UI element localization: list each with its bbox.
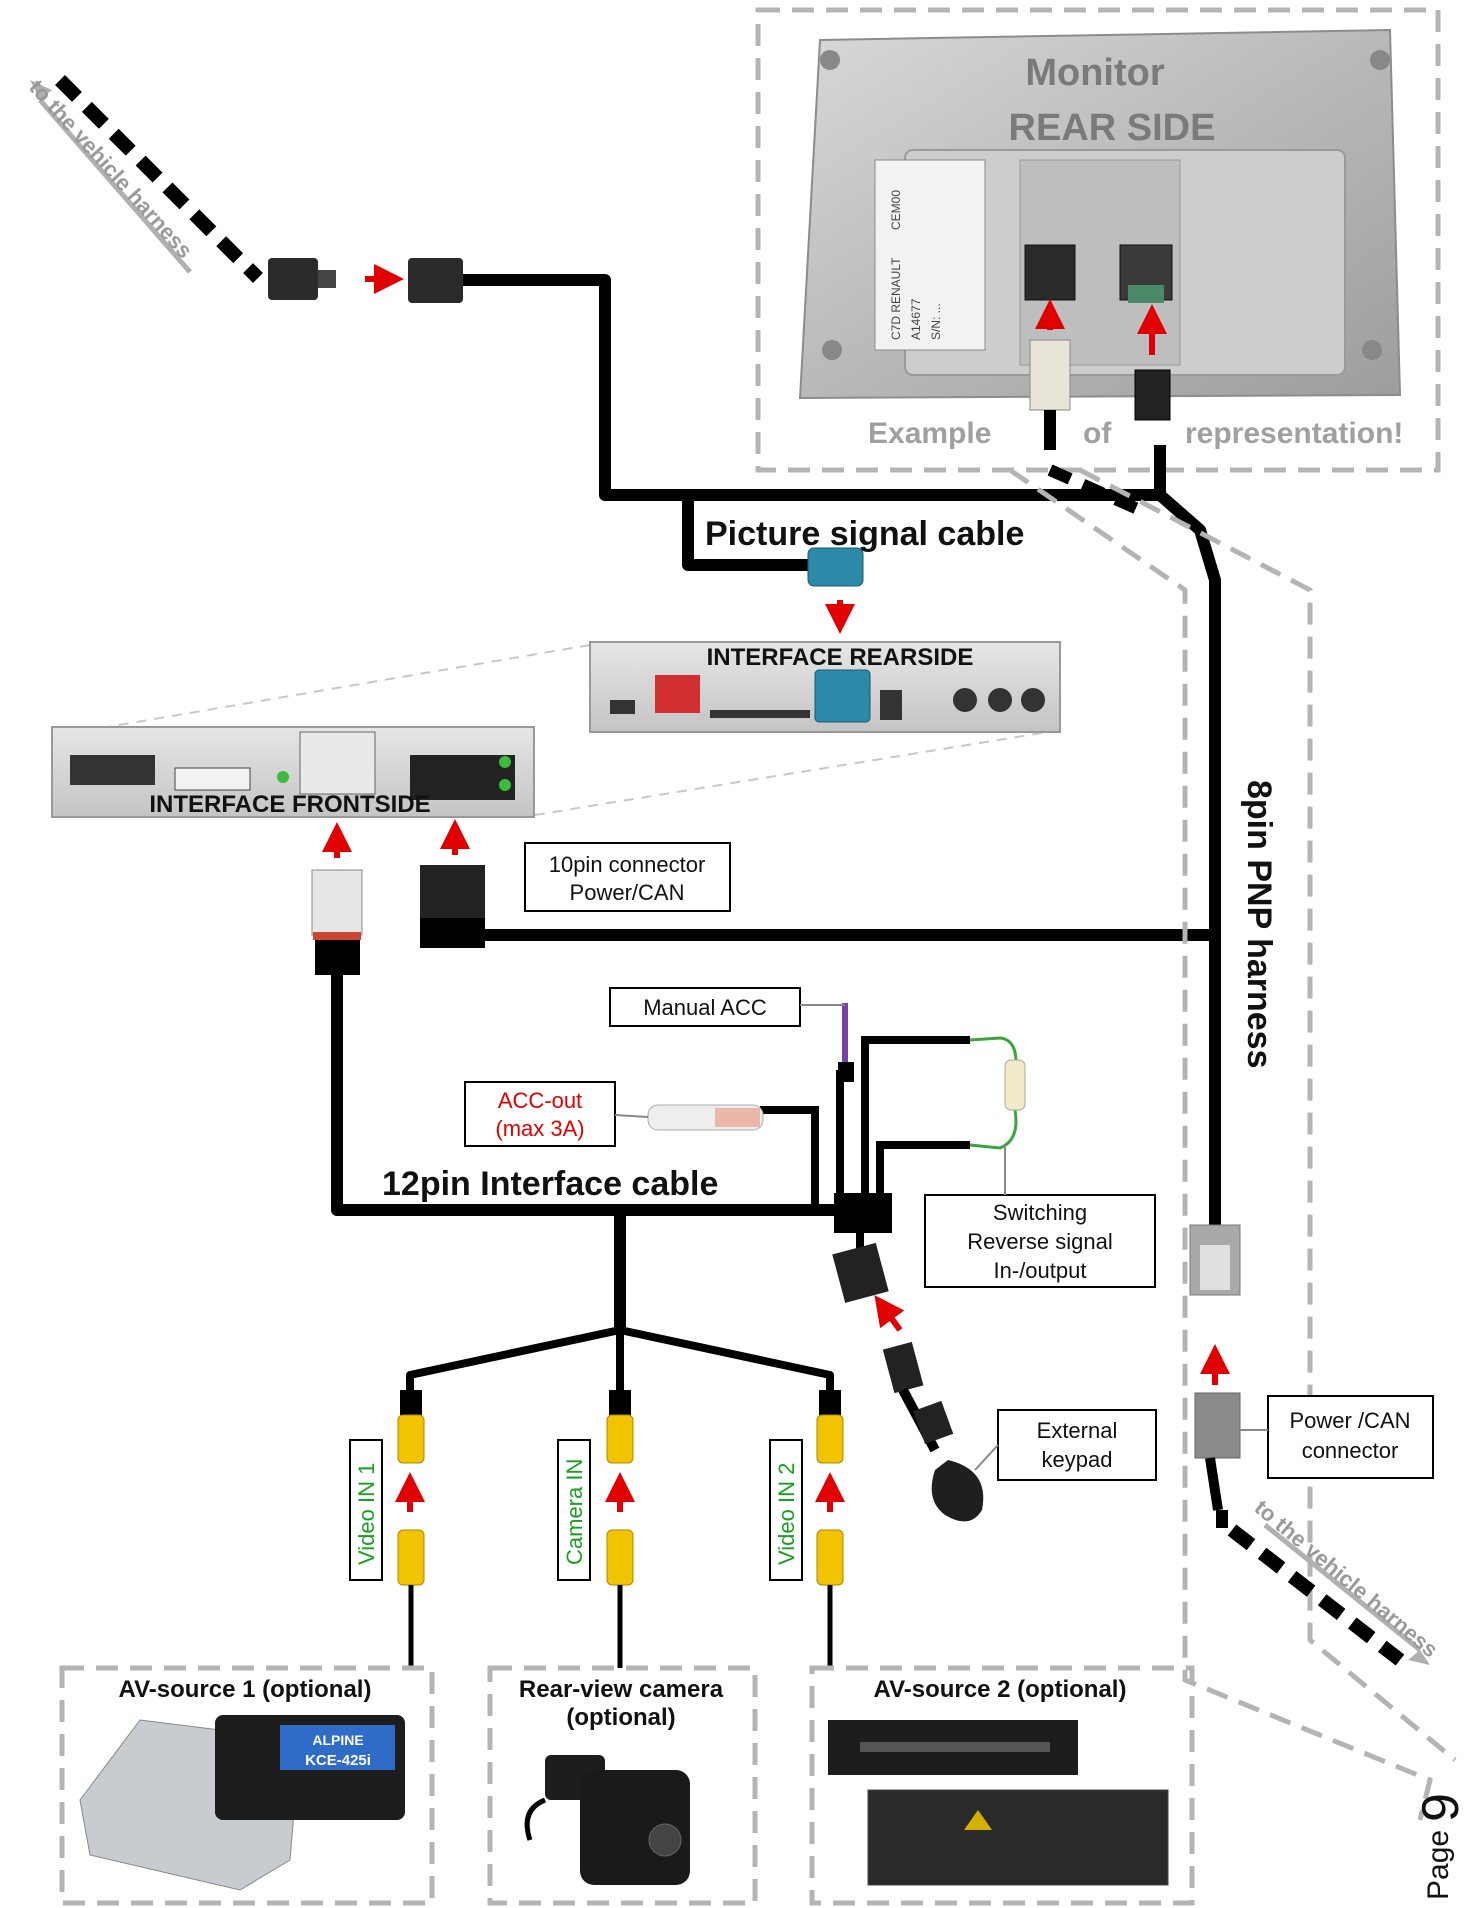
camera-label-line2: (optional): [566, 1704, 675, 1731]
camera-label-line1: Rear-view camera: [519, 1676, 724, 1703]
jack-1: [953, 688, 977, 712]
cable-junction: [834, 1193, 892, 1233]
top-left-harness: to the vehicle harness: [24, 75, 463, 303]
rca-inputs: [395, 1390, 845, 1668]
status-led: [277, 771, 289, 783]
cd-changer: [867, 1789, 1169, 1886]
jack-3: [1021, 688, 1045, 712]
fakra-plug: [807, 547, 864, 587]
rca-video-in-1: [395, 1390, 425, 1668]
keypad-callout: [997, 1409, 1157, 1481]
power-can-plug: [1194, 1392, 1241, 1459]
harness-label-bottom: to the vehicle harness: [1250, 1495, 1443, 1663]
camera-in-label: Camera IN: [562, 1459, 587, 1565]
rear-view-camera: Rear-view camera (optional): [487, 1665, 758, 1906]
interface-plug-top: [408, 258, 463, 303]
acc-out-line2: (max 3A): [495, 1116, 584, 1141]
manual-acc-callout: [609, 987, 801, 1027]
harness-label-top: to the vehicle harness: [24, 75, 197, 263]
12pin-white-plug: [311, 869, 363, 936]
monitor-section: C7D RENAULT CEM00 A14677 S/N: ... Monito…: [755, 7, 1441, 473]
pnp-harness-label: 8pin PNP harness: [1240, 780, 1278, 1069]
monitor-dashed-frame: [755, 7, 1441, 473]
sticker-text: C7D RENAULT: [889, 257, 903, 340]
inline-fuse: [1004, 1059, 1026, 1111]
monitor-title-line1: Monitor: [1025, 52, 1165, 94]
video-in-2-label: Video IN 2: [774, 1463, 799, 1565]
10pin-callout-line2: Power/CAN: [570, 880, 685, 905]
interface-cable-main: [331, 960, 850, 1216]
dip-switch-rear: [655, 675, 700, 713]
monitor-socket-a: [1024, 244, 1076, 301]
video-in-1-box: [349, 1439, 383, 1581]
av-source-1: AV-source 1 (optional) ALPINE KCE-425i: [59, 1665, 435, 1906]
picture-signal-cable-label: Picture signal cable: [705, 515, 1024, 553]
jack-2: [988, 688, 1012, 712]
black-plug: [1134, 369, 1171, 421]
av-source-2-label: AV-source 2 (optional): [874, 1676, 1127, 1703]
page-number: 9: [1412, 1793, 1467, 1822]
manual-acc-label: Manual ACC: [643, 995, 767, 1020]
switching-line3: In-/output: [994, 1258, 1087, 1283]
10pin-black-plug: [420, 865, 485, 920]
keypad-line2: keypad: [1042, 1447, 1113, 1472]
video-in-2-box: [769, 1439, 803, 1581]
powercan-callout: [1267, 1395, 1434, 1479]
keypad-line1: External: [1037, 1418, 1118, 1443]
front-white-socket: [299, 731, 376, 795]
white-plug: [1029, 339, 1071, 411]
switch-wire-bottom: [969, 1109, 1018, 1150]
pnp-harness-path: [1156, 490, 1221, 1230]
vehicle-plug-top: [268, 258, 318, 300]
picture-signal-drop: [682, 495, 810, 571]
page-word: Page: [1422, 1830, 1455, 1900]
monitor-image: C7D RENAULT CEM00 A14677 S/N: ...: [798, 28, 1402, 400]
acc-out-line1: ACC-out: [498, 1088, 582, 1113]
picture-signal-cable-path: [463, 274, 1166, 501]
sticker-text: A14677: [909, 298, 923, 340]
kce-brand: ALPINE: [312, 1732, 363, 1748]
interface-rearside-label: INTERFACE REARSIDE: [707, 644, 974, 671]
powercan-line2: connector: [1302, 1438, 1399, 1463]
pnp-dashed-outline: [1008, 467, 1457, 1821]
dip-switch-front: [70, 755, 155, 785]
arrow-keypad: [874, 1295, 905, 1332]
acc-out-callout: [464, 1081, 616, 1147]
front-black-socket: [410, 755, 515, 800]
video-in-1-label: Video IN 1: [354, 1463, 379, 1565]
switching-callout: [924, 1194, 1156, 1288]
example-word: representation!: [1185, 417, 1403, 450]
example-word: Example: [868, 417, 991, 450]
cables: [331, 274, 1221, 1390]
av-source-2: AV-source 2 (optional): [809, 1665, 1195, 1906]
10pin-callout-line1: 10pin connector: [549, 852, 706, 877]
rca-video-in-2: [815, 1390, 845, 1668]
switching-line2: Reverse signal: [967, 1229, 1113, 1254]
interface-frontside-label: INTERFACE FRONTSIDE: [149, 791, 430, 818]
interface-frontside: INTERFACE FRONTSIDE: [51, 726, 535, 818]
sticker-text: S/N: ...: [929, 303, 943, 340]
fakra-socket: [814, 669, 871, 723]
kce-model: KCE-425i: [305, 1752, 371, 1769]
example-word: of: [1083, 417, 1112, 450]
powercan-line1: Power /CAN: [1289, 1408, 1410, 1433]
av-source-1-label: AV-source 1 (optional): [119, 1676, 372, 1703]
keypad-assembly: [832, 1242, 984, 1522]
10pin-callout: [524, 842, 731, 912]
interface-cable-label: 12pin Interface cable: [382, 1165, 718, 1203]
switching-line1: Switching: [993, 1200, 1087, 1225]
monitor-sticker: C7D RENAULT CEM00 A14677 S/N: ...: [874, 159, 986, 351]
monitor-title-line2: REAR SIDE: [1009, 107, 1216, 149]
interface-rearside: INTERFACE REARSIDE: [59, 641, 1061, 816]
camera-in-box: [557, 1439, 591, 1581]
sticker-text: CEM00: [889, 190, 903, 230]
monitor-dashed-lead: [1047, 464, 1143, 516]
rca-camera-in: [605, 1390, 635, 1668]
external-keypad: [931, 1460, 984, 1522]
